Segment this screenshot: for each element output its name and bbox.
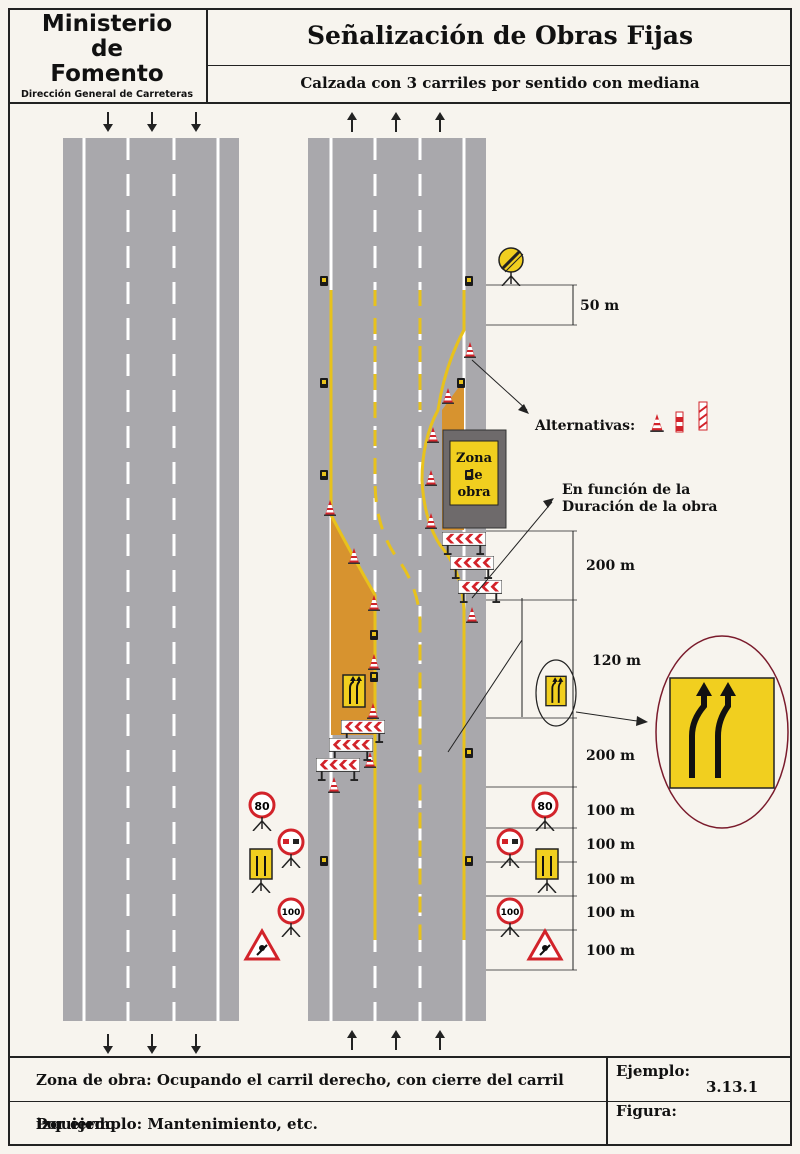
duration-label-2: Duración de la obra: [562, 499, 717, 515]
footer-figura-box: Figura:: [608, 1102, 792, 1146]
speed-100-sign-left: 100: [282, 908, 301, 918]
logo-line-1: Ministerio: [41, 11, 173, 37]
footer-example-description: Por ejemplo: Mantenimiento, etc.: [8, 1102, 608, 1146]
page-title: Señalización de Obras Fijas: [208, 8, 792, 66]
footer-zone-description: Zona de obra: Ocupando el carril derecho…: [8, 1056, 608, 1133]
figura-label: Figura:: [616, 1102, 677, 1120]
dist-200m-a: 200 m: [586, 558, 635, 574]
ejemplo-value: 3.13.1: [706, 1078, 759, 1096]
speed-100-sign-right: 100: [501, 908, 520, 918]
dist-120m: 120 m: [592, 653, 641, 669]
dist-100m-e: 100 m: [586, 943, 635, 959]
logo-line-3: Fomento: [50, 61, 164, 87]
dist-50m: 50 m: [580, 298, 619, 314]
dist-100m-a: 100 m: [586, 803, 635, 819]
dist-200m-b: 200 m: [586, 748, 635, 764]
page-frame: [8, 8, 792, 1146]
footer-zone-text: Zona de obra: Ocupando el carril derecho…: [36, 1071, 564, 1133]
speed-80-sign-right: 80: [537, 800, 553, 813]
page-subtitle: Calzada con 3 carriles por sentido con m…: [208, 66, 792, 104]
dist-100m-d: 100 m: [586, 905, 635, 921]
work-zone-label-3: obra: [457, 485, 491, 500]
magnified-sign-ellipse: [655, 635, 789, 829]
logo-line-2: de: [90, 36, 124, 62]
dist-100m-c: 100 m: [586, 872, 635, 888]
ministry-logo: Ministerio de Fomento Dirección General …: [8, 8, 208, 104]
speed-80-sign-left: 80: [254, 800, 270, 813]
footer-example-text: Por ejemplo: Mantenimiento, etc.: [36, 1115, 318, 1133]
duration-label-1: En función de la: [562, 482, 690, 498]
alternatives-label: Alternativas:: [534, 418, 635, 434]
footer-ejemplo-box: Ejemplo: 3.13.1: [608, 1056, 792, 1102]
work-zone-label-1: Zona: [456, 451, 493, 466]
left-carriageway: [63, 138, 239, 1021]
dist-100m-b: 100 m: [586, 837, 635, 853]
logo-subtitle: Dirección General de Carreteras: [21, 89, 193, 100]
ejemplo-label: Ejemplo:: [616, 1062, 691, 1080]
